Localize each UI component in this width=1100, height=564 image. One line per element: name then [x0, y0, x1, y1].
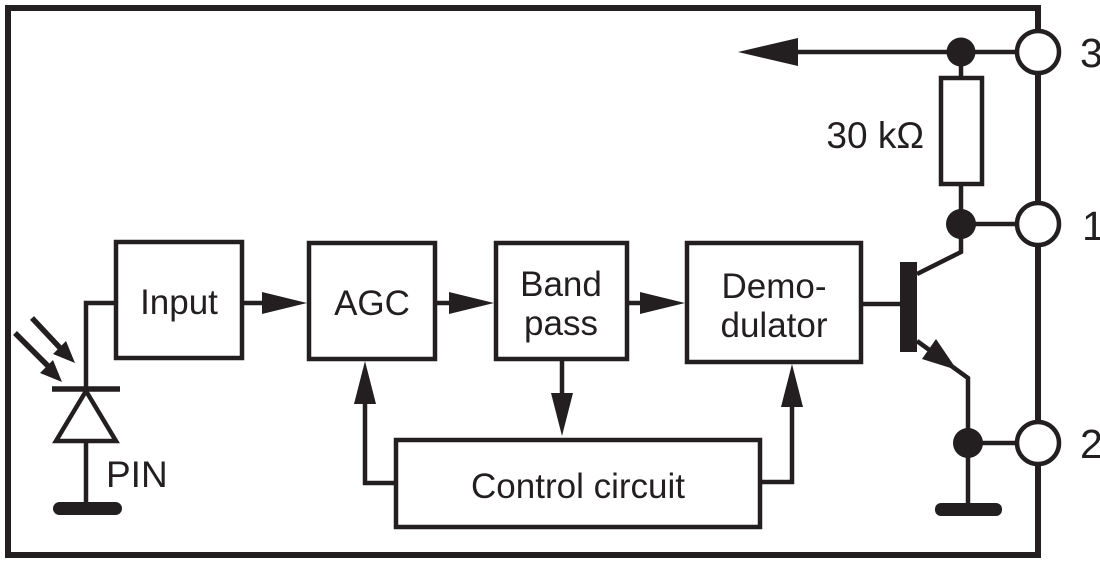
- block-input: [113, 239, 245, 361]
- arrow-control-to-demodulator-icon: [781, 364, 803, 407]
- block-demodulator-label-line2: dulator: [720, 306, 827, 345]
- wire-control-to-agc: [362, 402, 396, 486]
- transistor-emitter-arrow-icon: [922, 339, 957, 370]
- photodiode-symbol: [52, 386, 120, 444]
- light-ray-wire-1: [29, 316, 65, 352]
- pin3-terminal-icon: [1014, 28, 1062, 76]
- ground-icon-left: [53, 502, 122, 515]
- arrow-control-to-agc-icon: [354, 361, 376, 404]
- block-agc-label: AGC: [334, 284, 410, 323]
- output-arrow-icon: [738, 38, 798, 66]
- pin2-terminal-icon: [1014, 419, 1062, 467]
- pin1-terminal-icon: [1014, 200, 1062, 248]
- arrow-bandpass-to-control-icon: [551, 393, 573, 436]
- pin3-label: 3: [1080, 30, 1100, 76]
- resistor-symbol: [938, 75, 985, 187]
- block-demodulator-label-line1: Demo-: [721, 267, 826, 306]
- arrow-agc-to-bandpass-icon: [449, 292, 494, 314]
- transistor-base-bar: [900, 262, 917, 352]
- photodiode-cathode-wire: [83, 300, 116, 392]
- junction-dot-pin2: [953, 428, 983, 458]
- light-ray-wire-2: [13, 331, 52, 370]
- pin1-label: 1: [1082, 203, 1100, 249]
- pin2-label: 2: [1080, 421, 1100, 467]
- junction-dot-pin3: [946, 37, 976, 67]
- block-demodulator: [684, 240, 864, 365]
- block-bandpass: [493, 240, 630, 362]
- light-ray-arrow-icon-1: [53, 341, 75, 363]
- light-ray-arrow-icon-2: [40, 360, 62, 382]
- junction-dot-pin1: [946, 209, 976, 239]
- block-bandpass-label-line2: pass: [524, 304, 598, 343]
- resistor-label: 30 kΩ: [826, 115, 924, 156]
- photodiode-label: PIN: [106, 454, 168, 495]
- arrow-input-to-agc-icon: [262, 292, 307, 314]
- block-agc: [306, 240, 438, 362]
- block-control-circuit-label: Control circuit: [471, 467, 685, 506]
- ground-icon-right: [935, 503, 1002, 516]
- block-bandpass-label-line1: Band: [520, 265, 602, 304]
- block-input-label: Input: [140, 283, 218, 322]
- wire-control-to-demodulator: [760, 405, 795, 485]
- module-outline: [5, 5, 1041, 558]
- block-control-circuit: [393, 437, 763, 530]
- arrow-bandpass-to-demodulator-icon: [640, 292, 685, 314]
